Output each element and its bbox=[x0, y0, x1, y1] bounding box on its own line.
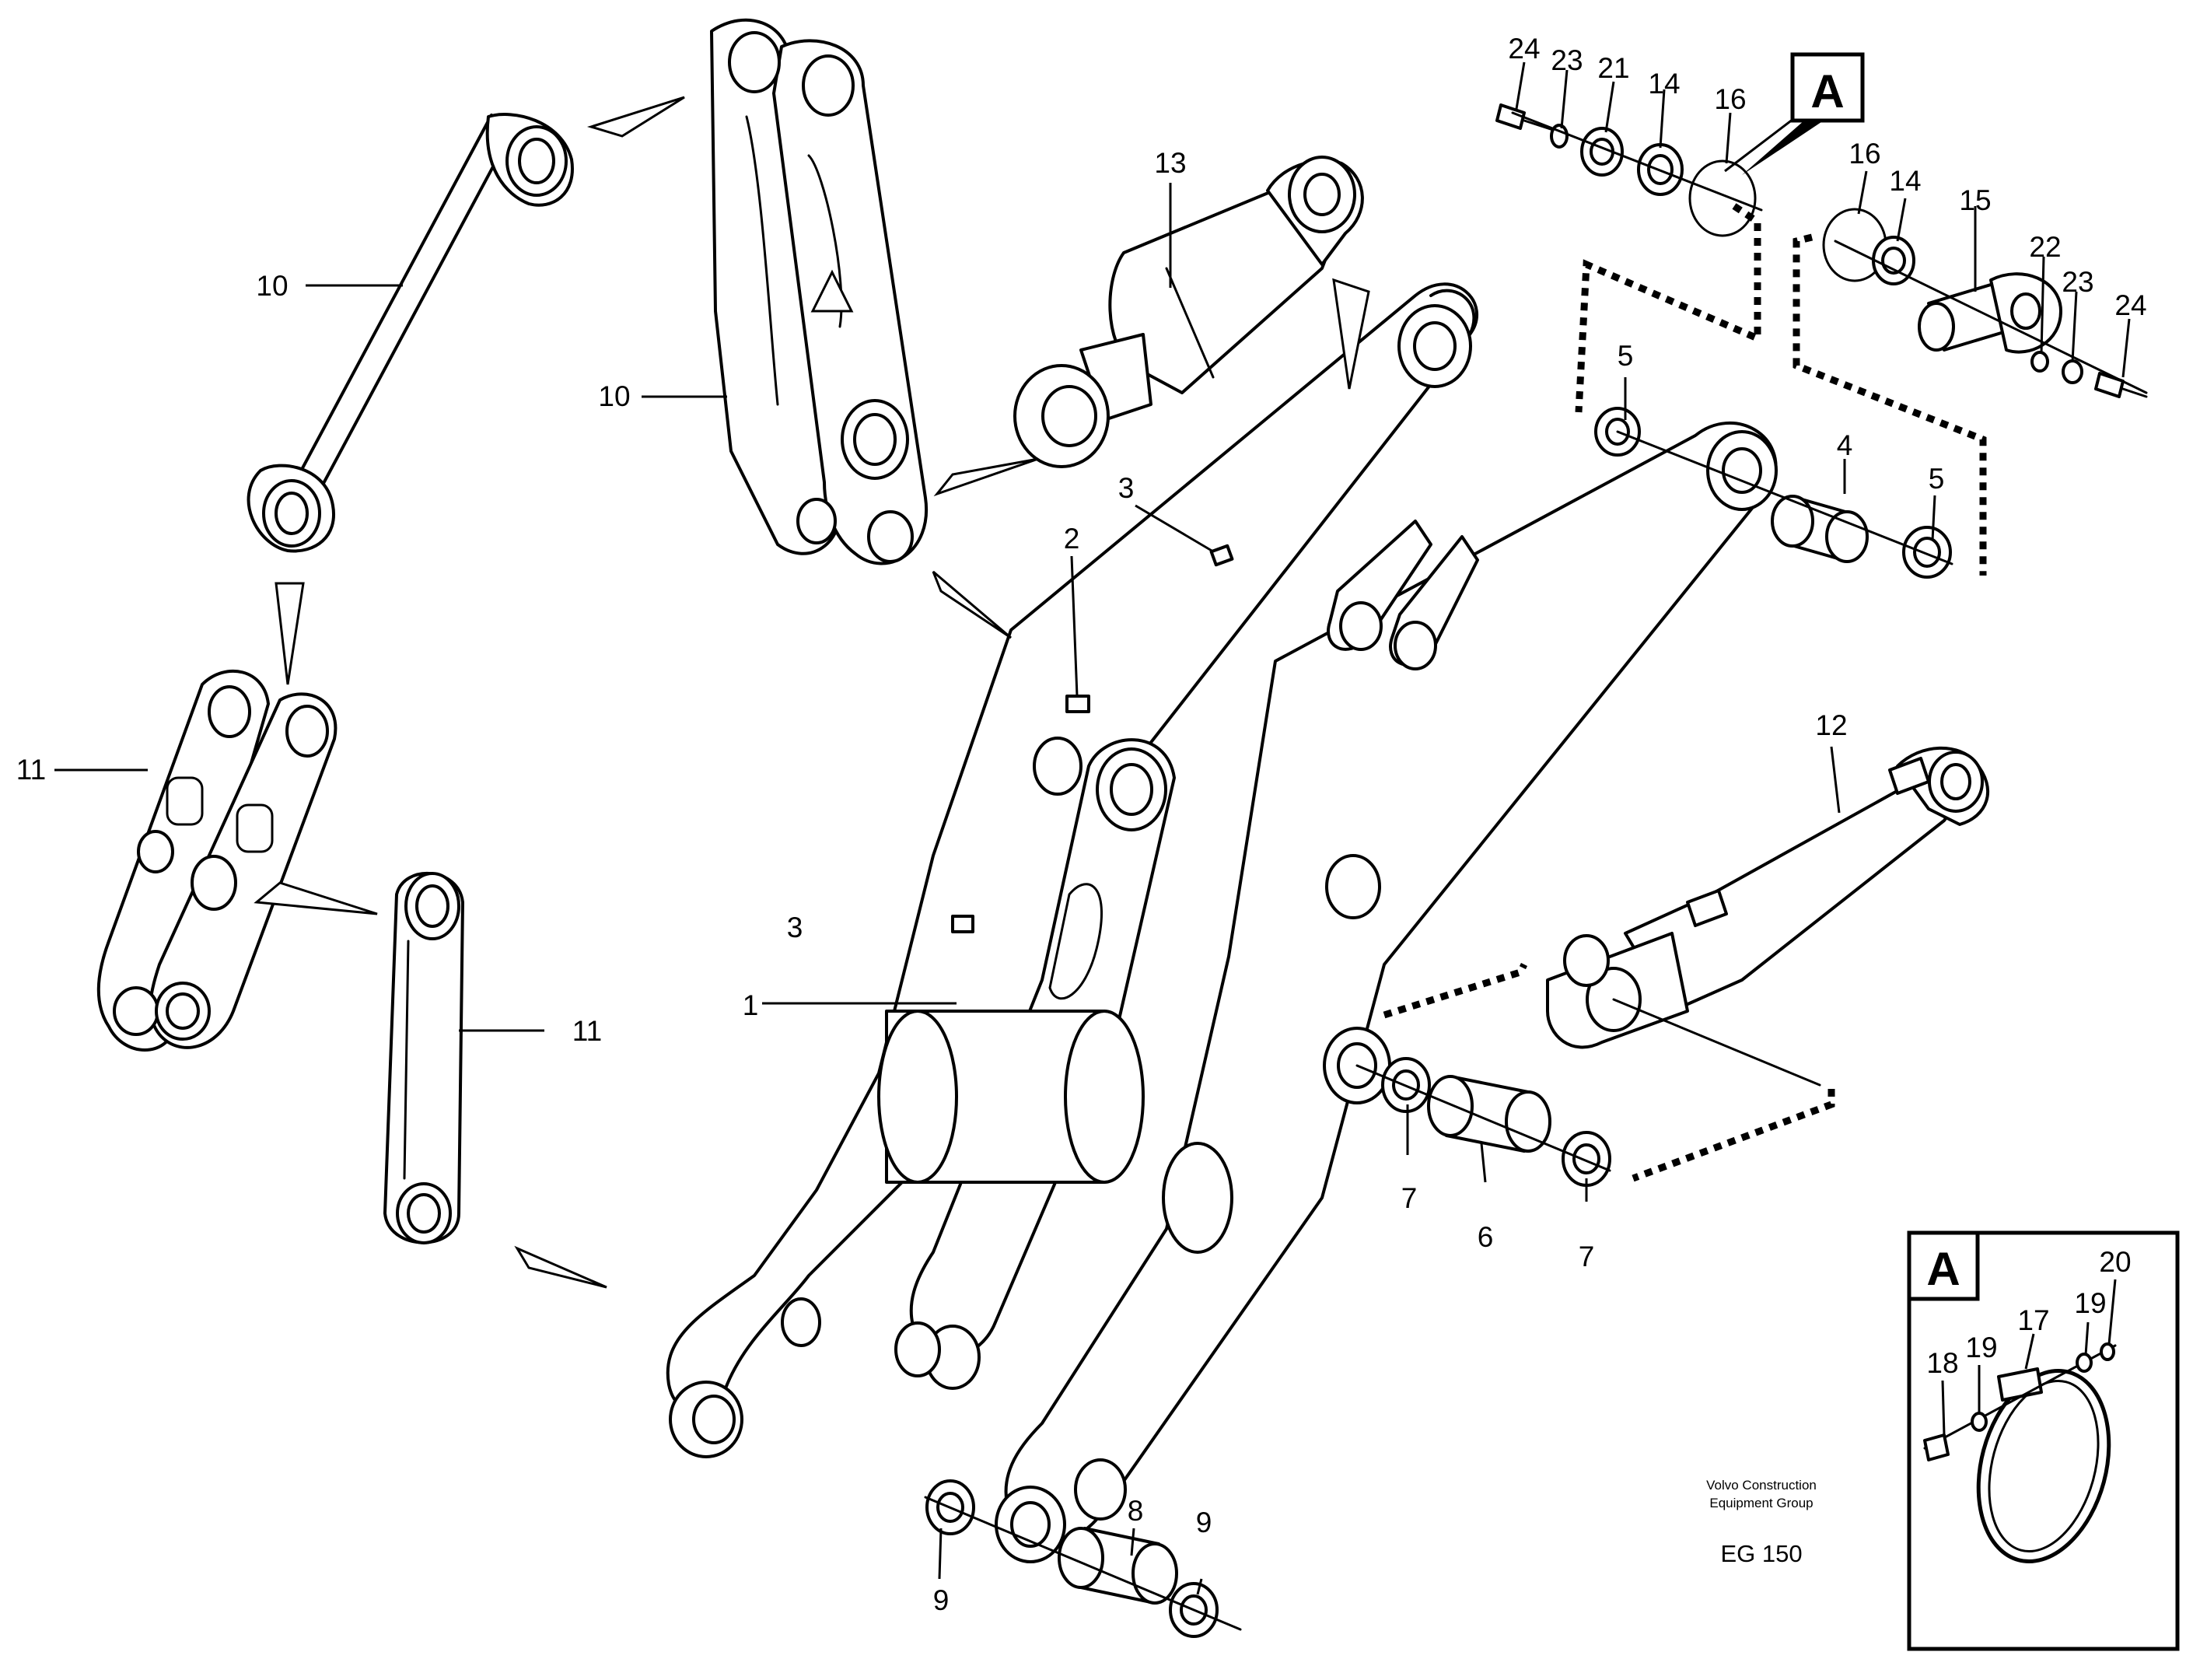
link-rod-11 bbox=[383, 871, 464, 1244]
assembly-axes bbox=[924, 111, 2148, 1631]
assembly-brackets bbox=[1383, 203, 1987, 1182]
detail-inset-a: A bbox=[1907, 1230, 2180, 1651]
callout-labels: 1 2 3 3 4 5 5 6 7 7 8 9 9 10 10 11 11 12… bbox=[16, 33, 2147, 1616]
callout-19: 19 bbox=[2074, 1287, 2106, 1319]
callout-5: 5 bbox=[1929, 463, 1945, 495]
bushing-4 bbox=[1771, 495, 1869, 563]
detail-reference-box: A bbox=[1742, 52, 1865, 175]
callout-9: 9 bbox=[1196, 1507, 1212, 1538]
callout-11: 11 bbox=[16, 754, 46, 786]
callout-18: 18 bbox=[1926, 1347, 1958, 1379]
callout-17: 17 bbox=[2017, 1304, 2049, 1336]
callout-23: 23 bbox=[2062, 266, 2093, 298]
callout-9: 9 bbox=[933, 1584, 950, 1616]
callout-7: 7 bbox=[1401, 1182, 1418, 1214]
callout-12: 12 bbox=[1815, 709, 1847, 741]
bushing-6 bbox=[1427, 1075, 1551, 1153]
callout-1: 1 bbox=[743, 989, 759, 1021]
fork-lugs bbox=[1327, 520, 1479, 670]
cylinder-13 bbox=[1013, 156, 1364, 468]
callout-22: 22 bbox=[2029, 231, 2061, 263]
callout-3: 3 bbox=[787, 912, 803, 943]
callout-24: 24 bbox=[1508, 33, 1540, 65]
callout-10: 10 bbox=[256, 270, 288, 302]
callout-15: 15 bbox=[1959, 184, 1991, 216]
company-name-line-2: Equipment Group bbox=[1709, 1496, 1813, 1510]
callout-16: 16 bbox=[1848, 138, 1880, 170]
callout-21: 21 bbox=[1597, 52, 1629, 84]
callout-10: 10 bbox=[598, 380, 630, 412]
callout-13: 13 bbox=[1154, 147, 1186, 179]
callout-14: 14 bbox=[1648, 68, 1680, 100]
drawing-code: EG 150 bbox=[1720, 1540, 1802, 1567]
callout-4: 4 bbox=[1837, 429, 1853, 461]
callout-8: 8 bbox=[1128, 1495, 1144, 1527]
callout-6: 6 bbox=[1478, 1221, 1494, 1253]
cylinder-12 bbox=[1546, 746, 1990, 1049]
bellcrank-10 bbox=[710, 18, 929, 565]
link-rod-10 bbox=[247, 113, 574, 553]
inset-detail-label: A bbox=[1926, 1243, 1960, 1295]
leader-lines bbox=[54, 61, 2131, 1595]
bushing-8 bbox=[1058, 1527, 1178, 1605]
callout-5: 5 bbox=[1618, 340, 1634, 372]
callout-19: 19 bbox=[1965, 1332, 1997, 1363]
callout-3: 3 bbox=[1118, 472, 1135, 504]
bellcrank-11 bbox=[96, 669, 338, 1052]
callout-2: 2 bbox=[1064, 523, 1080, 555]
cross-tube bbox=[877, 1010, 1145, 1184]
callout-24: 24 bbox=[2114, 289, 2146, 321]
callout-11: 11 bbox=[572, 1015, 602, 1047]
company-name-line-1: Volvo Construction bbox=[1706, 1478, 1817, 1493]
label-tags bbox=[951, 544, 1234, 933]
lift-arm-right bbox=[995, 421, 1778, 1563]
callout-14: 14 bbox=[1889, 165, 1921, 197]
callout-16: 16 bbox=[1714, 83, 1746, 115]
callout-20: 20 bbox=[2099, 1246, 2131, 1278]
footer: Volvo Construction Equipment Group EG 15… bbox=[1706, 1478, 1817, 1567]
detail-reference-label: A bbox=[1810, 65, 1844, 117]
direction-arrows bbox=[254, 96, 1370, 1289]
callout-7: 7 bbox=[1579, 1241, 1595, 1272]
callout-23: 23 bbox=[1551, 44, 1583, 76]
